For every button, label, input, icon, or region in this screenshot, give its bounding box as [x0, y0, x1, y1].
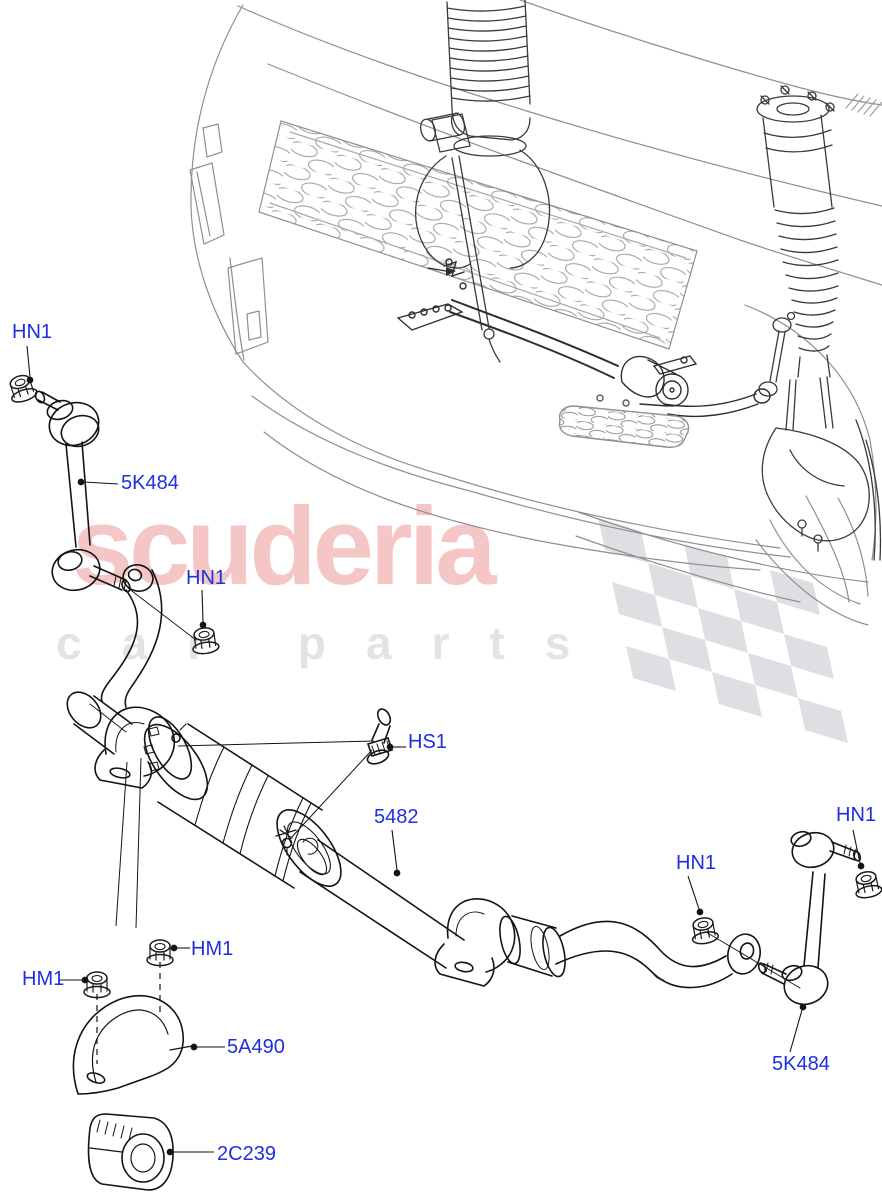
part-label-5a490[interactable]: 5A490	[227, 1036, 285, 1058]
bleed-screw	[366, 708, 394, 765]
anti-roll-bar-bushing	[87, 1113, 174, 1191]
brand-watermark: scuderia	[72, 485, 496, 608]
part-label-hm1-upper[interactable]: HM1	[191, 938, 234, 960]
part-label-hs1[interactable]: HS1	[408, 731, 447, 753]
left-stabilizer-link	[4, 371, 131, 593]
anti-roll-bar-left-arm	[66, 564, 197, 789]
hm1-nut-left	[83, 971, 111, 999]
active-anti-roll-bar-actuator	[143, 716, 465, 969]
part-label-hn1-top-left[interactable]: HN1	[12, 321, 53, 343]
hm1-nut-upper	[146, 939, 174, 967]
vehicle-front-end-illustration	[189, 0, 882, 626]
part-label-hn1-mid-right[interactable]: HN1	[676, 852, 717, 874]
hn1-nut-mid-left	[189, 625, 221, 656]
leader-lines	[26, 345, 865, 1156]
brand-tagline-watermark: car parts	[56, 617, 611, 669]
part-label-5k484-right[interactable]: 5K484	[772, 1053, 830, 1075]
part-label-hm1-left[interactable]: HM1	[22, 968, 65, 990]
right-air-strut-illustration	[756, 85, 882, 561]
part-label-5k484-left[interactable]: 5K484	[121, 472, 179, 494]
installed-anti-roll-bar-illustration	[396, 258, 771, 448]
right-stabilizer-link	[688, 830, 882, 1006]
part-label-5482[interactable]: 5482	[374, 806, 419, 828]
part-label-hn1-far-right[interactable]: HN1	[836, 804, 877, 826]
checkered-flag-watermark	[598, 518, 848, 743]
anti-roll-bar-right-arm	[434, 898, 761, 989]
left-air-strut-illustration	[415, 0, 551, 363]
part-label-2c239[interactable]: 2C239	[217, 1143, 276, 1165]
part-label-hn1-mid-left[interactable]: HN1	[186, 567, 227, 589]
anti-roll-bar-bracket	[72, 995, 193, 1095]
exploded-assembly	[4, 371, 882, 1191]
